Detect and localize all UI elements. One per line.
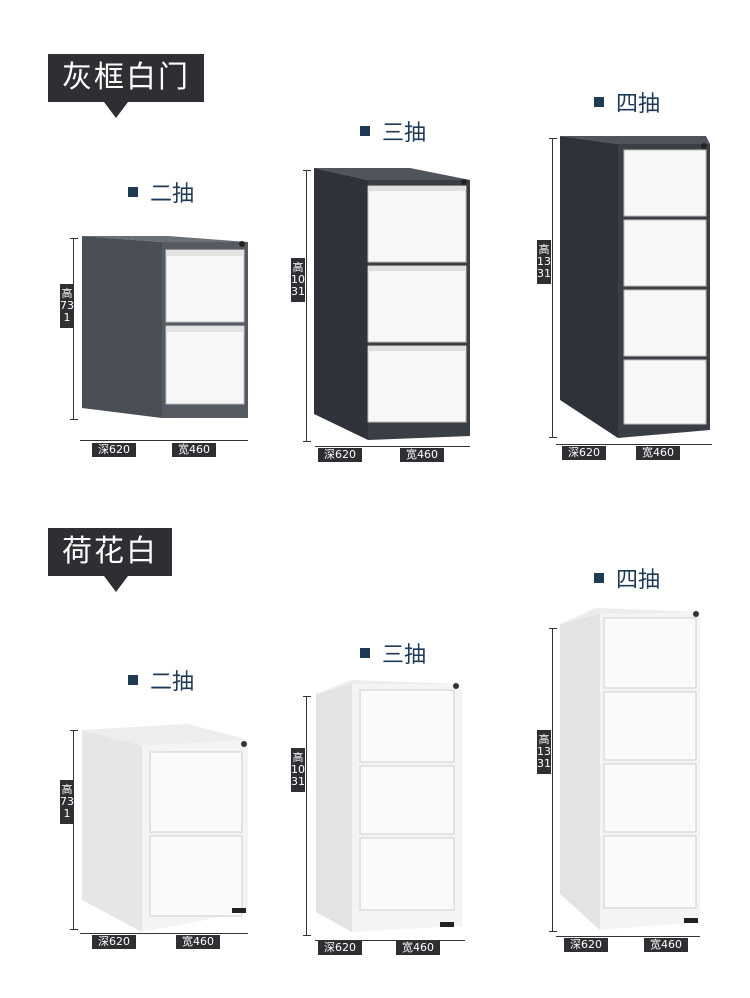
base-dimension-line (80, 933, 248, 934)
bullet-square-icon (128, 675, 138, 685)
cabinet-white-4-drawer (560, 608, 700, 930)
height-dimension-line (303, 170, 311, 442)
bullet-square-icon (128, 187, 138, 197)
height-dimension-line (70, 238, 78, 420)
depth-tag: 深620 (564, 938, 608, 952)
height-tag: 高731 (60, 284, 74, 328)
height-tag: 高1331 (537, 240, 551, 284)
cabinet-grey-2-drawer (82, 236, 248, 418)
width-tag: 宽460 (644, 938, 688, 952)
base-dimension-line (315, 940, 465, 941)
height-tag: 高1331 (537, 730, 551, 774)
cabinet-label: 三抽 (360, 637, 426, 669)
width-tag: 宽460 (172, 443, 216, 457)
banner-pointer (104, 576, 128, 592)
bullet-square-icon (360, 648, 370, 658)
height-dimension-line (303, 696, 311, 936)
cabinet-label: 四抽 (594, 86, 660, 118)
cabinet-white-2-drawer (82, 724, 248, 932)
width-tag: 宽460 (636, 446, 680, 460)
section-banner: 灰框白门 (48, 54, 204, 102)
base-dimension-line (80, 440, 248, 441)
cabinet-grey-3-drawer (314, 168, 470, 440)
bullet-square-icon (594, 97, 604, 107)
base-dimension-line (556, 936, 700, 937)
depth-tag: 深620 (92, 443, 136, 457)
bullet-square-icon (360, 126, 370, 136)
cabinet-label: 二抽 (128, 664, 194, 696)
base-dimension-line (556, 444, 712, 445)
height-tag: 高1031 (291, 258, 305, 302)
depth-tag: 深620 (318, 941, 362, 955)
cabinet-label: 三抽 (360, 115, 426, 147)
width-tag: 宽460 (176, 935, 220, 949)
cabinet-label: 二抽 (128, 176, 194, 208)
cabinet-grey-4-drawer (560, 136, 710, 438)
cabinet-label: 四抽 (594, 562, 660, 594)
depth-tag: 深620 (562, 446, 606, 460)
height-dimension-line (70, 730, 78, 930)
width-tag: 宽460 (396, 941, 440, 955)
depth-tag: 深620 (318, 448, 362, 462)
base-dimension-line (315, 446, 470, 447)
cabinet-white-3-drawer (316, 680, 462, 932)
banner-pointer (104, 102, 128, 118)
height-dimension-line (549, 628, 557, 932)
height-tag: 高731 (60, 780, 74, 824)
bullet-square-icon (594, 573, 604, 583)
height-dimension-line (549, 138, 557, 438)
depth-tag: 深620 (92, 935, 136, 949)
width-tag: 宽460 (400, 448, 444, 462)
section-grey-frame: 灰框白门 二抽 高731 深620 宽460 三抽 高1031 深620 宽46… (48, 54, 712, 462)
height-tag: 高1031 (291, 748, 305, 792)
section-banner: 荷花白 (48, 528, 172, 576)
